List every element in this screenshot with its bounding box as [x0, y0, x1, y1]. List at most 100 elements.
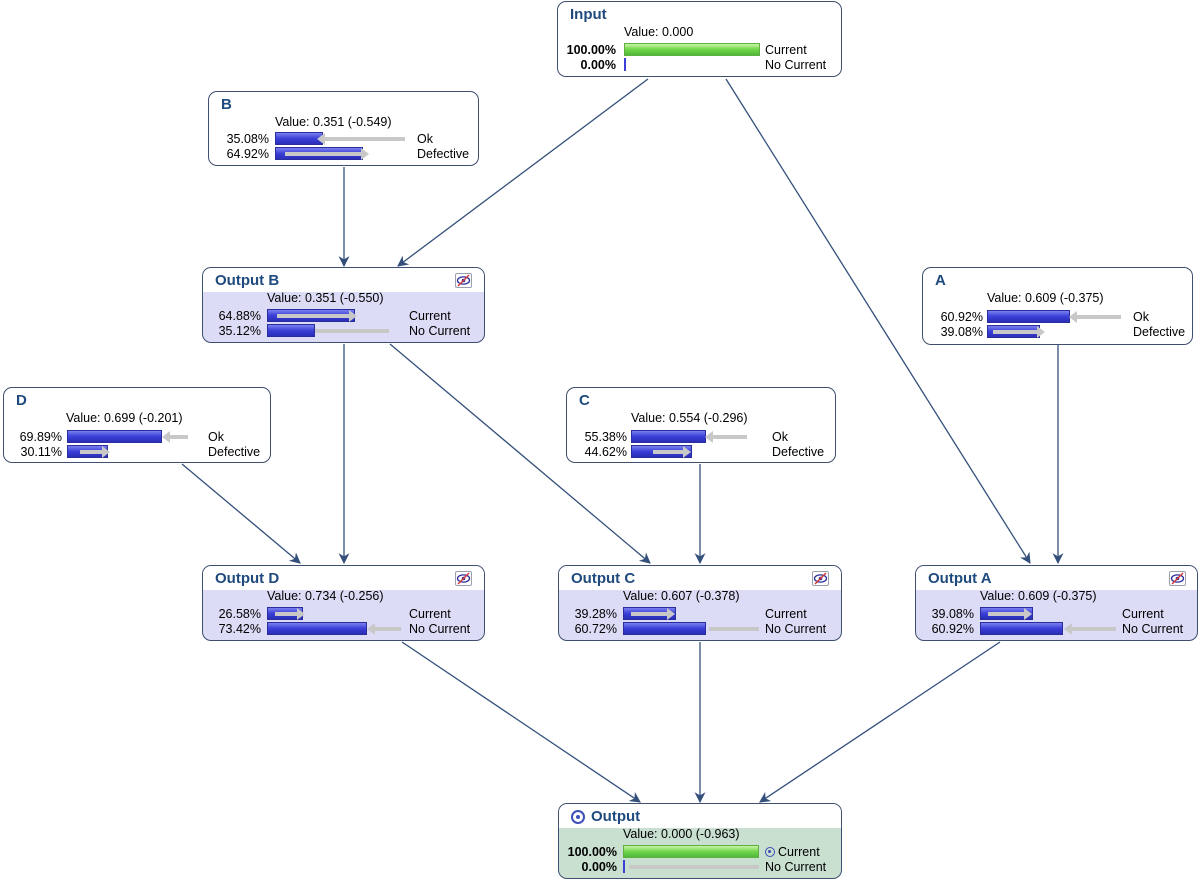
node-output-b[interactable]: Output B Value: 0.351 (-0.550) 64.88% Cu… — [202, 267, 485, 343]
prior-shift-arrow — [315, 329, 389, 333]
state-percent: 39.08% — [931, 607, 974, 621]
state-label: Defective — [417, 147, 470, 161]
state-label: Current — [765, 607, 807, 621]
prior-shift-arrow — [275, 612, 297, 616]
state-row: 39.08% Current — [918, 607, 1196, 621]
prior-shift-arrowhead — [1064, 623, 1072, 635]
hidden-eye-icon[interactable] — [455, 273, 472, 288]
prior-shift-arrow — [631, 612, 667, 616]
state-row: 64.88% Current — [205, 309, 483, 323]
state-row: 26.58% Current — [205, 607, 483, 621]
node-output[interactable]: Output Value: 0.000 (-0.963) 100.00% Cur… — [558, 803, 842, 879]
state-label: Ok — [772, 430, 788, 444]
node-value: Value: 0.351 (-0.549) — [275, 115, 392, 129]
state-percent: 100.00% — [566, 43, 616, 57]
node-value: Value: 0.000 (-0.963) — [623, 827, 740, 841]
state-label: Defective — [208, 445, 261, 459]
probability-bar — [267, 622, 367, 635]
prior-shift-arrowhead — [683, 446, 691, 458]
probability-bar — [987, 310, 1070, 323]
prior-shift-arrowhead — [367, 623, 375, 635]
state-row: 69.89% Ok — [8, 430, 270, 444]
state-percent: 35.08% — [226, 132, 269, 146]
state-label: Defective — [1133, 325, 1186, 339]
node-value: Value: 0.607 (-0.378) — [623, 589, 740, 603]
state-percent: 64.92% — [226, 147, 269, 161]
prior-shift-arrowhead — [317, 133, 325, 145]
state-percent: 30.11% — [20, 445, 62, 459]
node-input[interactable]: Input Value: 0.000 100.00% Current 0.00%… — [557, 1, 842, 77]
state-row: 60.92% Ok — [931, 310, 1191, 324]
hidden-eye-icon[interactable] — [455, 571, 472, 586]
prior-shift-arrow — [653, 450, 683, 454]
probability-bar — [624, 43, 760, 56]
target-state-icon — [765, 847, 775, 857]
state-label: Current — [765, 43, 807, 57]
probability-bar — [267, 324, 315, 337]
node-output-c[interactable]: Output C Value: 0.607 (-0.378) 39.28% Cu… — [558, 565, 842, 641]
node-b[interactable]: B Value: 0.351 (-0.549) 35.08% Ok 64.92%… — [208, 91, 479, 166]
state-row: 100.00% Current — [561, 845, 841, 859]
edge-input-to-output-a — [725, 78, 1031, 564]
state-label: Ok — [417, 132, 433, 146]
state-label: No Current — [1122, 622, 1184, 636]
node-value: Value: 0.000 — [624, 25, 694, 39]
state-percent: 35.12% — [218, 324, 261, 338]
state-percent: 69.89% — [19, 430, 62, 444]
state-row: 0.00% No Current — [560, 58, 840, 72]
node-value: Value: 0.609 (-0.375) — [987, 291, 1104, 305]
state-row: 39.28% Current — [561, 607, 839, 621]
prior-shift-arrow — [988, 612, 1024, 616]
probability-bar — [631, 430, 706, 443]
state-percent: 0.00% — [581, 860, 617, 874]
node-output-a[interactable]: Output A Value: 0.609 (-0.375) 39.08% Cu… — [915, 565, 1198, 641]
probability-bar — [980, 622, 1063, 635]
node-title: Output D — [215, 570, 280, 587]
hidden-eye-icon[interactable] — [812, 571, 829, 586]
state-label: Defective — [772, 445, 825, 459]
prior-shift-arrow — [285, 152, 361, 156]
state-percent: 55.38% — [584, 430, 627, 444]
node-d[interactable]: D Value: 0.699 (-0.201) 69.89% Ok 30.11%… — [3, 387, 271, 463]
state-percent: 39.28% — [574, 607, 617, 621]
state-label: No Current — [765, 58, 827, 72]
probability-bar — [623, 622, 706, 635]
edge-output-b-to-output-c — [389, 343, 651, 564]
prior-shift-arrowhead — [667, 608, 675, 620]
prior-shift-arrow — [323, 137, 405, 141]
state-row: 35.08% Ok — [217, 132, 477, 146]
prior-shift-arrowhead — [349, 310, 357, 322]
node-title: D — [16, 392, 27, 409]
node-title: Input — [570, 6, 607, 23]
node-value: Value: 0.554 (-0.296) — [631, 411, 748, 425]
state-row: 100.00% Current — [560, 43, 840, 57]
probability-bar — [623, 860, 625, 873]
node-title: Output C — [571, 570, 636, 587]
probability-bar — [275, 132, 323, 145]
prior-shift-arrow — [1072, 627, 1116, 631]
node-value: Value: 0.734 (-0.256) — [267, 589, 384, 603]
edge-input-to-output-b — [397, 78, 649, 267]
node-value: Value: 0.609 (-0.375) — [980, 589, 1097, 603]
state-row: 64.92% Defective — [217, 147, 477, 161]
state-row: 30.11% Defective — [8, 445, 270, 459]
state-row: 0.00% No Current — [561, 860, 841, 874]
state-row: 55.38% Ok — [573, 430, 835, 444]
state-percent: 100.00% — [567, 845, 617, 859]
node-output-d[interactable]: Output D Value: 0.734 (-0.256) 26.58% Cu… — [202, 565, 485, 641]
state-label: Ok — [208, 430, 224, 444]
node-c[interactable]: C Value: 0.554 (-0.296) 55.38% Ok 44.62%… — [566, 387, 836, 463]
node-a[interactable]: A Value: 0.609 (-0.375) 60.92% Ok 39.08%… — [922, 267, 1193, 345]
state-percent: 44.62% — [584, 445, 627, 459]
state-label: No Current — [409, 324, 471, 338]
state-row: 73.42% No Current — [205, 622, 483, 636]
prior-shift-arrowhead — [705, 431, 713, 443]
prior-shift-arrow — [1077, 315, 1121, 319]
prior-shift-arrowhead — [297, 608, 305, 620]
node-title: B — [221, 96, 232, 113]
probability-bar — [67, 430, 162, 443]
state-percent: 60.92% — [931, 622, 974, 636]
hidden-eye-icon[interactable] — [1169, 571, 1186, 586]
state-percent: 60.92% — [940, 310, 983, 324]
